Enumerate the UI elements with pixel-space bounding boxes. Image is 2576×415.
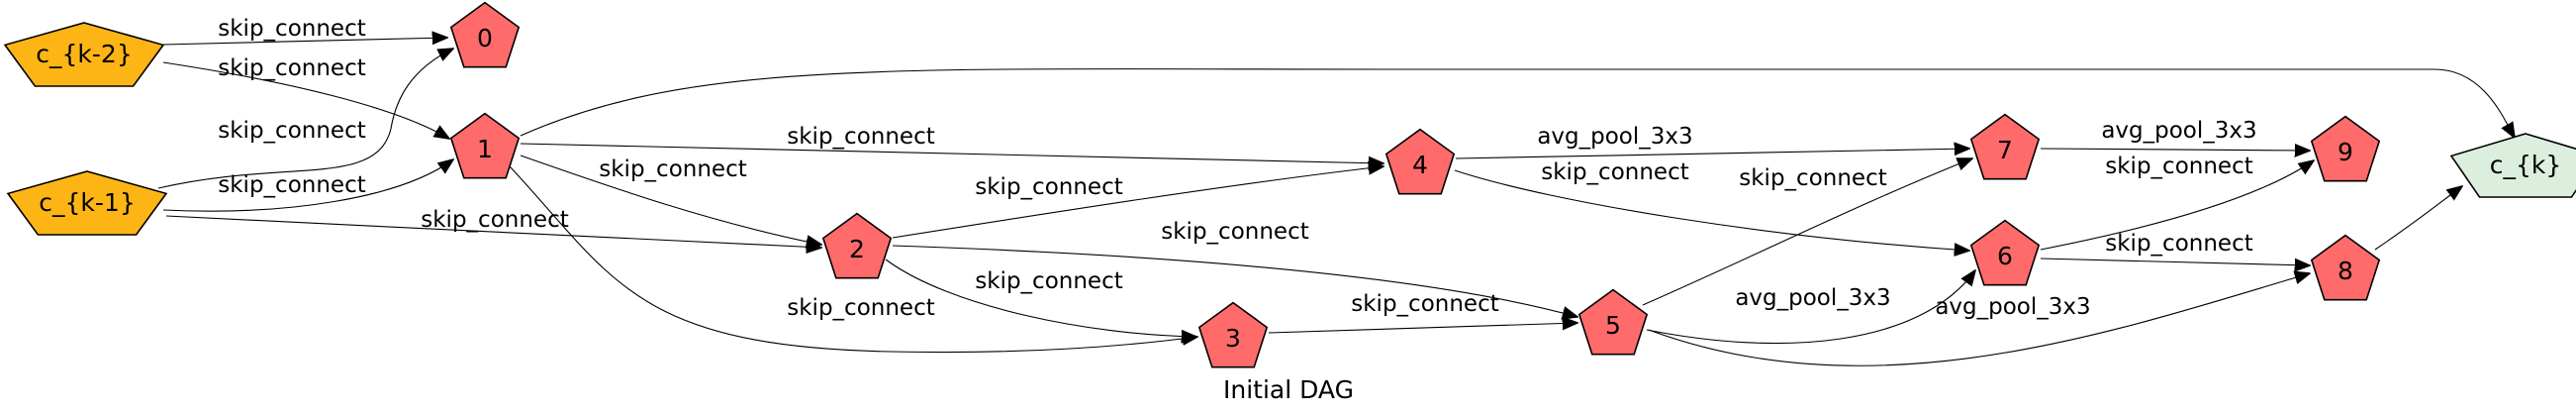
edge-n1-n2 bbox=[520, 155, 821, 245]
edge-label-n4-n6: skip_connect bbox=[1541, 159, 1688, 185]
edge-n6-n9 bbox=[2040, 160, 2314, 251]
edge-ck1-n0 bbox=[157, 49, 453, 189]
edge-label-n4-n7: avg_pool_3x3 bbox=[1537, 124, 1692, 150]
edge-n2-n4 bbox=[892, 166, 1383, 239]
edge-label-n1-n3: skip_connect bbox=[787, 295, 934, 321]
node-shape-n5 bbox=[1577, 288, 1649, 356]
edge-ck1-n1 bbox=[162, 159, 453, 212]
edge-label-n5-n8: avg_pool_3x3 bbox=[1935, 294, 2090, 320]
edge-n6-n8 bbox=[2040, 258, 2310, 265]
edge-label-ck1-n1: skip_connect bbox=[218, 172, 365, 198]
node-label-n7: 7 bbox=[1997, 136, 2013, 164]
node-n5: 5 bbox=[1577, 288, 1649, 356]
edge-label-n1-n4: skip_connect bbox=[787, 124, 934, 150]
node-label-n5: 5 bbox=[1605, 311, 1621, 340]
edge-n1-ck bbox=[520, 68, 2515, 138]
edge-label-n2-n3: skip_connect bbox=[975, 268, 1122, 294]
edge-ck1-n2 bbox=[165, 215, 821, 248]
node-shape-n8 bbox=[2310, 234, 2381, 301]
edge-label-n5-n6: avg_pool_3x3 bbox=[1735, 285, 1890, 311]
node-label-n1: 1 bbox=[477, 135, 493, 163]
edge-label-n7-n9: avg_pool_3x3 bbox=[2101, 118, 2256, 144]
edge-label-n3-n5: skip_connect bbox=[1351, 291, 1498, 317]
node-label-n8: 8 bbox=[2337, 257, 2353, 285]
node-label-n4: 4 bbox=[1412, 151, 1428, 179]
node-ck: c_{k} bbox=[2449, 133, 2576, 198]
node-label-n9: 9 bbox=[2337, 138, 2353, 166]
edge-n2-n5 bbox=[892, 245, 1577, 317]
node-label-n3: 3 bbox=[1225, 324, 1241, 353]
edge-label-ck2-n0: skip_connect bbox=[218, 16, 365, 42]
nodes-layer: c_{k-2} c_{k-1} 0 1 2 3 4 5 6 7 8 9 c_{k} bbox=[3, 1, 2576, 368]
node-shape-ck bbox=[2449, 133, 2576, 198]
node-shape-n4 bbox=[1384, 128, 1456, 195]
edge-label-n5-n7: skip_connect bbox=[1739, 165, 1886, 191]
node-shape-ck1 bbox=[6, 170, 168, 236]
edge-n3-n5 bbox=[1268, 323, 1577, 334]
node-n1: 1 bbox=[449, 112, 521, 179]
node-n0: 0 bbox=[449, 1, 521, 68]
node-shape-n2 bbox=[821, 212, 893, 279]
edge-label-n6-n9: skip_connect bbox=[2105, 154, 2252, 179]
node-shape-ck2 bbox=[3, 22, 165, 87]
node-shape-n0 bbox=[449, 1, 521, 68]
edges-layer bbox=[157, 38, 2515, 366]
edge-ck2-n1 bbox=[162, 61, 449, 139]
node-n2: 2 bbox=[821, 212, 893, 279]
edge-n5-n7 bbox=[1642, 158, 1972, 306]
node-label-ck2: c_{k-2} bbox=[36, 40, 132, 68]
node-label-n2: 2 bbox=[849, 235, 865, 263]
edge-label-n2-n5: skip_connect bbox=[1161, 219, 1308, 245]
edge-n5-n8 bbox=[1648, 273, 2310, 366]
edge-n4-n6 bbox=[1454, 169, 1969, 251]
diagram-caption: Initial DAG bbox=[1223, 375, 1354, 404]
node-ck2: c_{k-2} bbox=[3, 22, 165, 87]
edge-n7-n9 bbox=[2040, 149, 2310, 151]
edge-n4-n7 bbox=[1455, 149, 1969, 159]
node-label-ck1: c_{k-1} bbox=[39, 188, 135, 217]
node-n8: 8 bbox=[2310, 234, 2381, 301]
edge-n1-n3 bbox=[509, 165, 1197, 354]
edge-labels-layer: skip_connectskip_connectskip_connectskip… bbox=[218, 16, 2256, 321]
node-shape-n9 bbox=[2310, 115, 2381, 182]
edge-label-n6-n8: skip_connect bbox=[2105, 231, 2252, 257]
node-n7: 7 bbox=[1969, 113, 2041, 180]
node-label-n0: 0 bbox=[477, 24, 493, 52]
edge-label-n2-n4: skip_connect bbox=[975, 174, 1122, 200]
node-n6: 6 bbox=[1969, 219, 2041, 286]
edge-n5-n6 bbox=[1646, 270, 1975, 345]
edge-n1-n4 bbox=[520, 143, 1383, 163]
node-shape-n7 bbox=[1969, 113, 2041, 180]
edge-label-ck1-n2: skip_connect bbox=[421, 207, 568, 233]
node-shape-n1 bbox=[449, 112, 521, 179]
edge-label-ck2-n1: skip_connect bbox=[218, 55, 365, 81]
edge-n2-n3 bbox=[885, 259, 1196, 337]
edge-ck2-n0 bbox=[162, 38, 447, 46]
node-n4: 4 bbox=[1384, 128, 1456, 195]
node-ck1: c_{k-1} bbox=[6, 170, 168, 236]
edge-label-n1-n2: skip_connect bbox=[599, 156, 746, 182]
node-shape-n6 bbox=[1969, 219, 2041, 286]
node-label-ck: c_{k} bbox=[2490, 151, 2562, 179]
node-label-n6: 6 bbox=[1997, 242, 2013, 270]
node-n9: 9 bbox=[2310, 115, 2381, 182]
node-shape-n3 bbox=[1197, 301, 1269, 368]
node-n3: 3 bbox=[1197, 301, 1269, 368]
edge-label-ck1-n0: skip_connect bbox=[218, 118, 365, 144]
edge-n8-ck bbox=[2374, 186, 2462, 251]
